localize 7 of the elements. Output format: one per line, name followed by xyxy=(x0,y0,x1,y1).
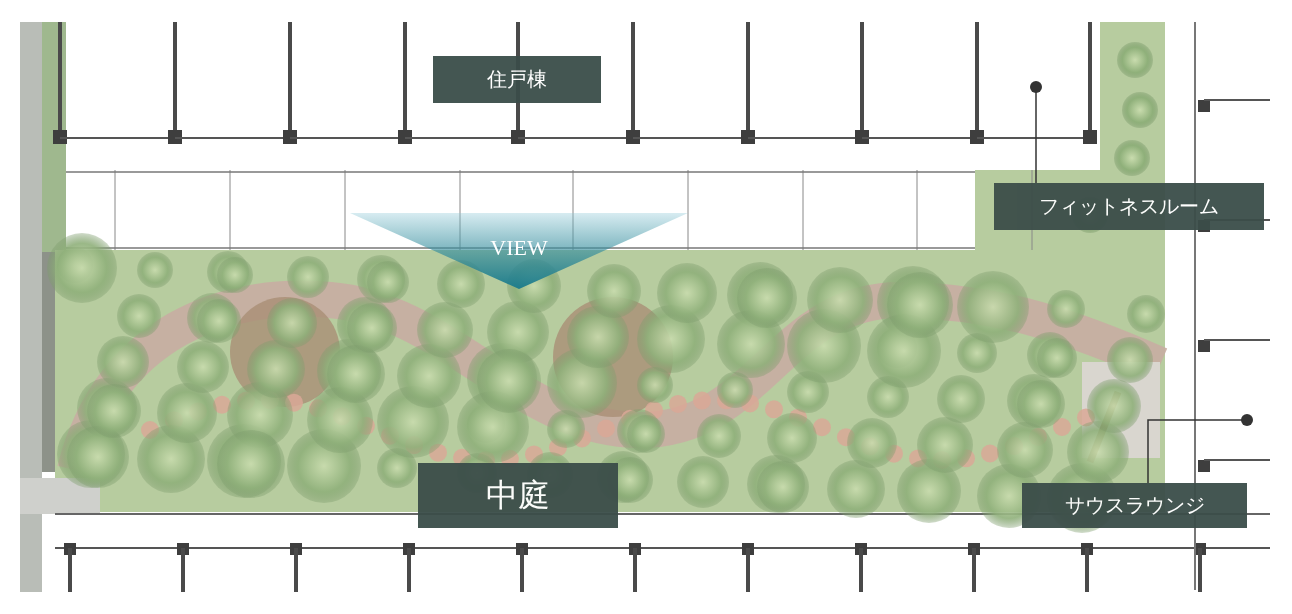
courtyard-label: 中庭 xyxy=(418,463,618,528)
leader-line xyxy=(1147,414,1253,484)
view-direction-marker: VIEW xyxy=(350,213,688,289)
leader-line xyxy=(1030,81,1042,184)
building-label: 住戸棟 xyxy=(433,56,601,103)
room-label: フィットネスルーム xyxy=(994,183,1264,230)
room-label: サウスラウンジ xyxy=(1022,483,1247,528)
